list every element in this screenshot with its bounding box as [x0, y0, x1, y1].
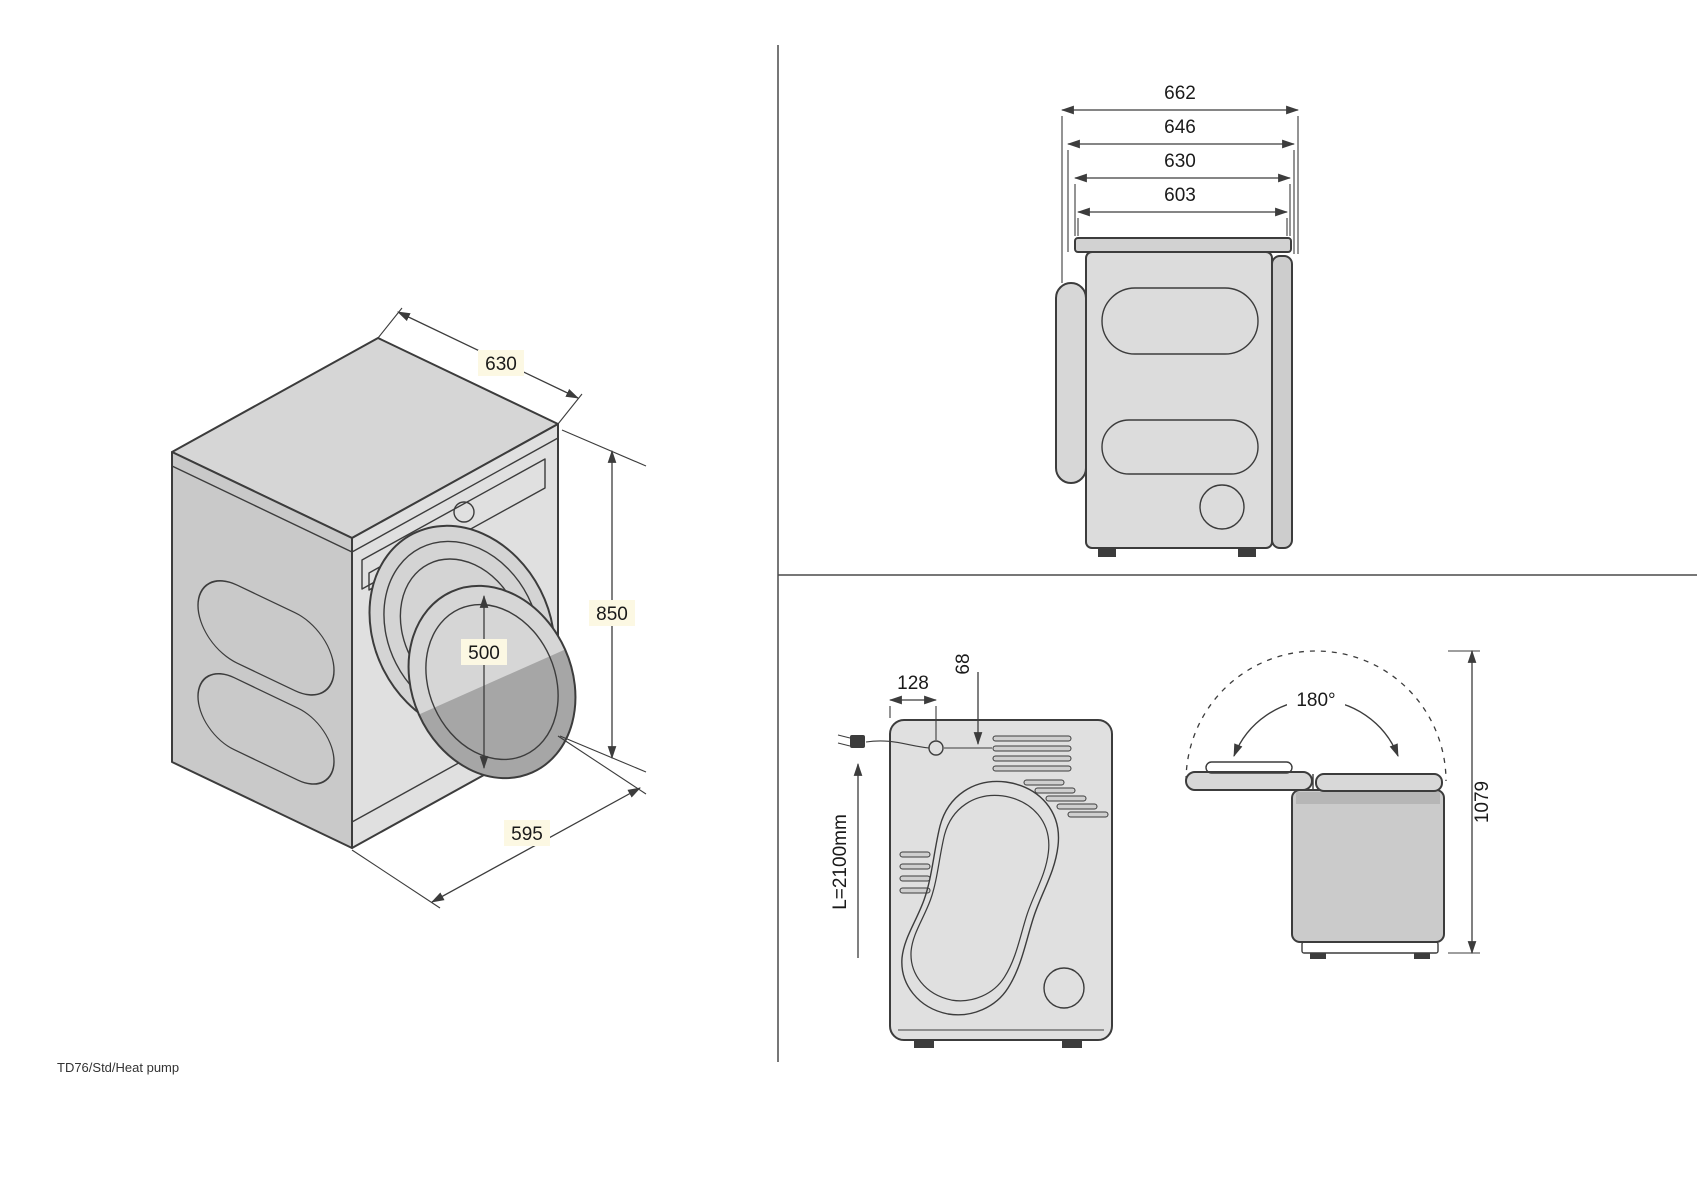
back-panel-profile: [1271, 255, 1293, 549]
vent-grille-stepped: [1023, 779, 1109, 818]
angle-label-bg: [1287, 688, 1345, 712]
program-knob: [453, 501, 475, 523]
dimension-cable-x: 128: [888, 673, 938, 740]
lid-handle: [1205, 761, 1293, 774]
foot-right: [1238, 548, 1256, 557]
dimension-662: 662: [1060, 83, 1300, 283]
label-highlight: [478, 350, 524, 376]
dimension-door: 500: [461, 594, 507, 770]
top-plate-edge: [171, 437, 559, 553]
open-door-inner-rim: [425, 603, 559, 761]
open-door-shaded-half: [418, 649, 576, 779]
dim-128-label: 128: [897, 673, 929, 694]
condenser-cover-inner: [910, 794, 1050, 1002]
emboss-upper: [197, 580, 335, 696]
power-cord: [837, 734, 944, 756]
foot-lid-left: [1310, 953, 1326, 959]
dim-1079-label: 1079: [1472, 781, 1493, 823]
emboss-upper-side: [1101, 287, 1259, 355]
lid-view-body: [1291, 789, 1445, 943]
emboss-lower: [197, 672, 335, 785]
condenser-cover-outer: [901, 780, 1060, 1016]
foot-back-left: [914, 1040, 934, 1048]
side-emboss-panels: [197, 580, 335, 785]
body-top-shade: [1296, 792, 1440, 804]
dimension-width: 595: [351, 735, 647, 909]
dim-door-label: 500: [468, 643, 500, 664]
dimension-646: 646: [1066, 117, 1296, 254]
plug-icon: [850, 735, 865, 748]
dim-height-label: 850: [596, 604, 628, 625]
open-door-outline: [407, 584, 577, 780]
dimension-630-side: 630: [1073, 151, 1292, 236]
control-panel: [361, 458, 546, 590]
model-label: TD76/Std/Heat pump: [57, 1060, 179, 1075]
vent-grille-top: [992, 735, 1072, 772]
dimension-depth: 630: [377, 307, 583, 425]
door-edge-profile: [1055, 282, 1087, 484]
foot-back-right: [1062, 1040, 1082, 1048]
foot-left: [1098, 548, 1116, 557]
service-cap-side: [1199, 484, 1245, 530]
plinth: [1301, 941, 1439, 954]
vent-grille-left: [899, 851, 931, 894]
dimension-cable-y: 68: [944, 653, 992, 749]
back-view: 128 68 L=2100mm: [830, 653, 1113, 1048]
lid-angle-label: 180°: [1296, 690, 1335, 711]
dim-68-label: 68: [953, 653, 974, 674]
label-highlight: [461, 639, 507, 665]
open-door: [407, 584, 577, 780]
dim-width-label: 595: [511, 824, 543, 845]
open-lid: [1185, 771, 1313, 791]
top-plate-profile: [1074, 237, 1292, 253]
side-view: 662 646 630 603: [1055, 83, 1300, 557]
lid-open-view: 180° 1079: [1185, 649, 1493, 959]
dim-646-label: 646: [1164, 117, 1196, 138]
dim-603-label: 603: [1164, 185, 1196, 206]
cable-length-callout: L=2100mm: [830, 762, 863, 958]
emboss-lower-side: [1101, 419, 1259, 475]
label-highlight: [504, 820, 550, 846]
cord-line: [865, 740, 930, 749]
dimension-603: 603: [1076, 185, 1289, 236]
isometric-view: 630 850 500 595: [171, 307, 647, 909]
dim-depth-label: 630: [485, 354, 517, 375]
dim-662-label: 662: [1164, 83, 1196, 104]
top-rim: [1315, 773, 1443, 792]
cable-length-label: L=2100mm: [830, 814, 851, 910]
dimension-open-height: 1079: [1448, 649, 1493, 955]
service-cap-back: [1043, 967, 1085, 1009]
dim-630-side-label: 630: [1164, 151, 1196, 172]
label-highlight: [589, 600, 635, 626]
foot-lid-right: [1414, 953, 1430, 959]
dimension-height: 850: [559, 429, 647, 773]
